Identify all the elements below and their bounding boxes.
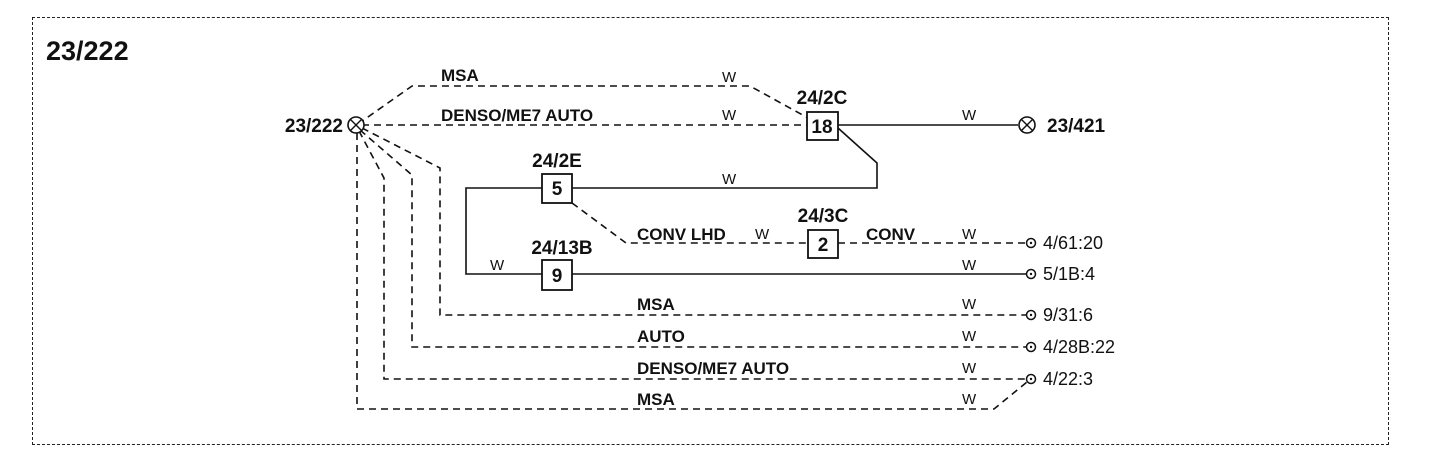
terminal-pin-icon xyxy=(1025,309,1037,321)
origin-label: 23/222 xyxy=(285,116,343,137)
label-denso: DENSO/ME7 AUTO xyxy=(637,359,789,378)
terminal-label: 4/28B:22 xyxy=(1043,337,1115,357)
wire-bottom-msa xyxy=(356,133,1028,410)
label-conv-lhd: CONV LHD xyxy=(637,225,726,244)
label-msa: MSA xyxy=(637,295,675,314)
terminal-pin-icon xyxy=(1025,268,1037,280)
wire-color-label: W xyxy=(755,226,770,243)
splice-24-3c-pin: 2 xyxy=(818,235,829,256)
wire-color-label: W xyxy=(962,296,977,313)
splice-24-2c-label: 24/2C xyxy=(797,88,848,109)
wire-color-label: W xyxy=(962,107,977,124)
diagram-title: 23/222 xyxy=(46,36,129,66)
wire-color-label: W xyxy=(962,391,977,408)
terminal-label: 9/31:6 xyxy=(1043,305,1093,325)
wire-color-label: W xyxy=(490,257,505,274)
splice-24-2e-box xyxy=(541,173,573,204)
target-connector-label: 23/421 xyxy=(1047,116,1106,137)
label-bottom-msa: MSA xyxy=(637,390,675,409)
wire-color-label: W xyxy=(962,226,977,243)
terminal-label: 4/61:20 xyxy=(1043,233,1103,253)
splice-24-2c-pin: 18 xyxy=(811,117,832,138)
splice-24-3c-label: 24/3C xyxy=(798,206,849,227)
diagram-frame xyxy=(32,17,1389,445)
terminal-label: 4/22:3 xyxy=(1043,369,1093,389)
terminal-label: 5/1B:4 xyxy=(1043,264,1095,284)
wire-color-label: W xyxy=(962,257,977,274)
wire-color-label: W xyxy=(722,69,737,86)
wire-msa-9-31-6 xyxy=(361,127,1026,316)
wire-top-msa xyxy=(357,85,809,125)
target-connector-icon xyxy=(1018,116,1036,134)
label-top-msa: MSA xyxy=(441,66,479,85)
splice-24-13b-box xyxy=(541,259,573,291)
terminal-pin-icon xyxy=(1025,341,1037,353)
wire-color-label: W xyxy=(962,360,977,377)
splice-24-2e-pin: 5 xyxy=(552,179,563,200)
wire-color-label: W xyxy=(722,171,737,188)
terminal-pin-icon xyxy=(1025,237,1037,249)
splice-24-2e-label: 24/2E xyxy=(532,151,582,172)
label-conv: CONV xyxy=(866,225,916,244)
terminal-pin-icon xyxy=(1025,373,1037,385)
splice-24-13b-pin: 9 xyxy=(552,266,563,287)
wire-2e-to-13b xyxy=(465,187,542,275)
wire-denso-4-22-3 xyxy=(358,130,1026,380)
origin-splice-icon xyxy=(347,116,365,134)
label-auto: AUTO xyxy=(637,327,685,346)
wire-color-label: W xyxy=(962,328,977,345)
splice-24-2c-box xyxy=(806,111,839,141)
label-top-denso: DENSO/ME7 AUTO xyxy=(441,106,593,125)
splice-24-13b-label: 24/13B xyxy=(531,238,592,259)
wire-2c-to-2e xyxy=(572,127,878,189)
wire-color-label: W xyxy=(722,107,737,124)
splice-24-3c-box xyxy=(807,229,839,259)
